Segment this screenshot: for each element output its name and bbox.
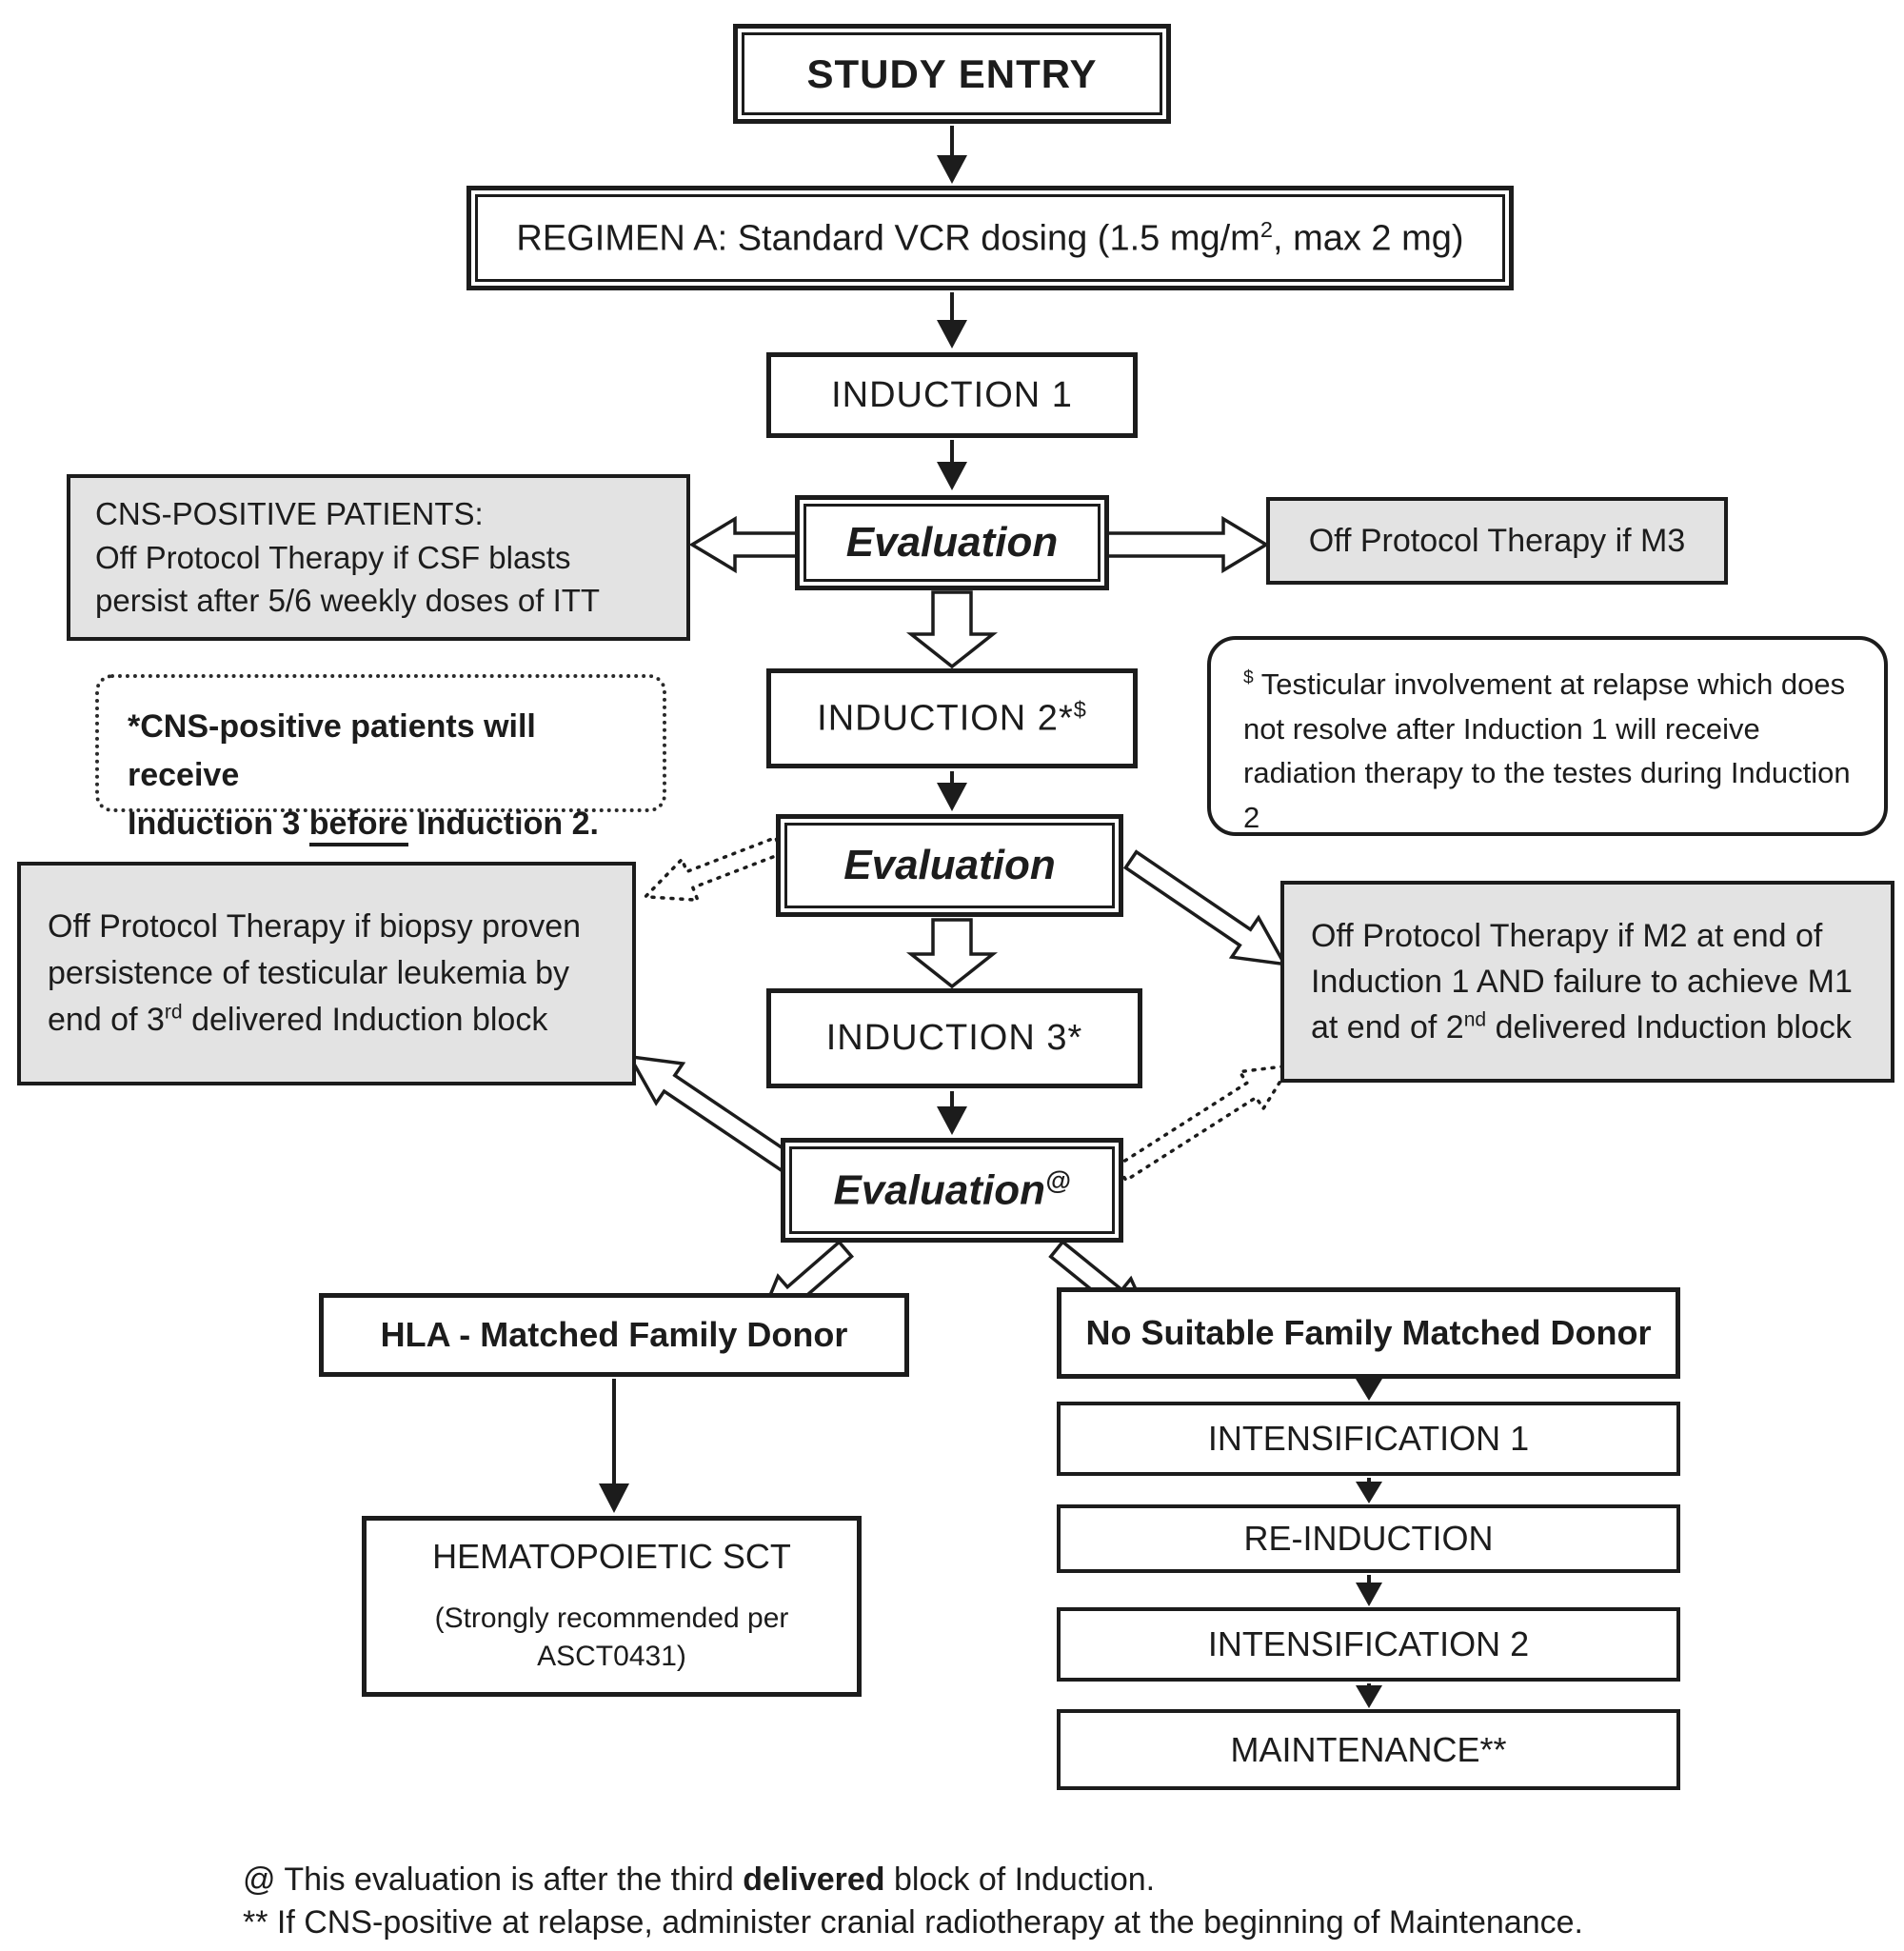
evaluation1-label: Evaluation xyxy=(845,519,1059,566)
testicular-note-text: $ Testicular involvement at relapse whic… xyxy=(1243,667,1851,834)
intensification1-box: INTENSIFICATION 1 xyxy=(1057,1402,1680,1476)
regimen-a-label: REGIMEN A: Standard VCR dosing (1.5 mg/m… xyxy=(516,216,1464,259)
footnote-evaluation: @ This evaluation is after the third del… xyxy=(243,1861,1156,1898)
arrowhead xyxy=(1356,1583,1382,1606)
offprotocol-m3-box: Off Protocol Therapy if M3 xyxy=(1266,497,1728,585)
arrowhead xyxy=(1356,1379,1382,1401)
induction2-box: INDUCTION 2*$ xyxy=(766,668,1138,768)
sct-title: HEMATOPOIETIC SCT xyxy=(432,1536,791,1576)
hollow-arrow-evaluation2-to-m2 xyxy=(1122,849,1288,966)
induction3-label: INDUCTION 3* xyxy=(825,1018,1083,1058)
evaluation2-label: Evaluation xyxy=(843,842,1056,888)
intensification2-label: INTENSIFICATION 2 xyxy=(1207,1624,1530,1663)
hollow-arrow-evaluation1-to-m3 xyxy=(1104,515,1270,574)
no-suitable-donor-box: No Suitable Family Matched Donor xyxy=(1057,1287,1680,1379)
arrowhead xyxy=(937,783,967,811)
evaluation2-box: Evaluation xyxy=(776,814,1123,917)
evaluation3-label: Evaluation@ xyxy=(833,1165,1071,1214)
reinduction-box: RE-INDUCTION xyxy=(1057,1504,1680,1573)
intensification2-box: INTENSIFICATION 2 xyxy=(1057,1607,1680,1682)
arrowhead xyxy=(937,462,967,490)
study-entry-label: STUDY ENTRY xyxy=(806,50,1098,96)
cns-note-text: *CNS-positive patients will receive Indu… xyxy=(128,708,599,846)
intensification1-label: INTENSIFICATION 1 xyxy=(1207,1419,1530,1458)
induction1-box: INDUCTION 1 xyxy=(766,352,1138,438)
hollow-arrow-evaluation1-to-induction2 xyxy=(905,590,999,669)
induction3-box: INDUCTION 3* xyxy=(766,988,1142,1088)
testicular-note-box: $ Testicular involvement at relapse whic… xyxy=(1207,636,1888,836)
cns-positive-offprotocol-box: CNS-POSITIVE PATIENTS: Off Protocol Ther… xyxy=(67,474,690,641)
hla-matched-donor-box: HLA - Matched Family Donor xyxy=(319,1293,909,1377)
cns-note-dotted-box: *CNS-positive patients will receive Indu… xyxy=(95,674,666,846)
hollow-arrow-evaluation1-to-cns xyxy=(688,515,800,574)
arrowhead xyxy=(599,1483,629,1513)
evaluation3-box: Evaluation@ xyxy=(781,1138,1123,1243)
offprotocol-m3-label: Off Protocol Therapy if M3 xyxy=(1308,522,1686,559)
offprotocol-m2-text: Off Protocol Therapy if M2 at end of Ind… xyxy=(1311,917,1853,1046)
hematopoietic-sct-box: HEMATOPOIETIC SCT (Strongly recommended … xyxy=(362,1516,862,1697)
hollow-arrow-evaluation2-to-induction3 xyxy=(905,918,999,989)
study-entry-box: STUDY ENTRY xyxy=(733,24,1171,124)
cns-positive-text: CNS-POSITIVE PATIENTS: Off Protocol Ther… xyxy=(95,496,601,619)
reinduction-label: RE-INDUCTION xyxy=(1243,1519,1494,1558)
regimen-a-box: REGIMEN A: Standard VCR dosing (1.5 mg/m… xyxy=(466,186,1514,290)
arrowhead xyxy=(937,155,967,184)
induction1-label: INDUCTION 1 xyxy=(831,374,1073,415)
offprotocol-biopsy-text: Off Protocol Therapy if biopsy proven pe… xyxy=(48,907,582,1039)
induction2-label: INDUCTION 2*$ xyxy=(817,697,1087,739)
arrowhead xyxy=(1356,1685,1382,1708)
evaluation1-box: Evaluation xyxy=(795,495,1109,590)
arrowhead xyxy=(1356,1482,1382,1503)
offprotocol-m2-box: Off Protocol Therapy if M2 at end of Ind… xyxy=(1280,881,1894,1083)
maintenance-box: MAINTENANCE** xyxy=(1057,1709,1680,1790)
arrowhead xyxy=(937,1106,967,1135)
footnote-maintenance: ** If CNS-positive at relapse, administe… xyxy=(243,1904,1583,1941)
arrowhead xyxy=(937,320,967,348)
dotted-arrow-evaluation3-to-m2 xyxy=(1114,1063,1294,1184)
maintenance-label: MAINTENANCE** xyxy=(1230,1729,1507,1769)
dotted-arrow-evaluation2-to-biopsy xyxy=(642,835,784,903)
no-suitable-donor-label: No Suitable Family Matched Donor xyxy=(1085,1313,1652,1352)
hla-matched-donor-label: HLA - Matched Family Donor xyxy=(380,1315,848,1354)
offprotocol-biopsy-box: Off Protocol Therapy if biopsy proven pe… xyxy=(17,862,636,1085)
